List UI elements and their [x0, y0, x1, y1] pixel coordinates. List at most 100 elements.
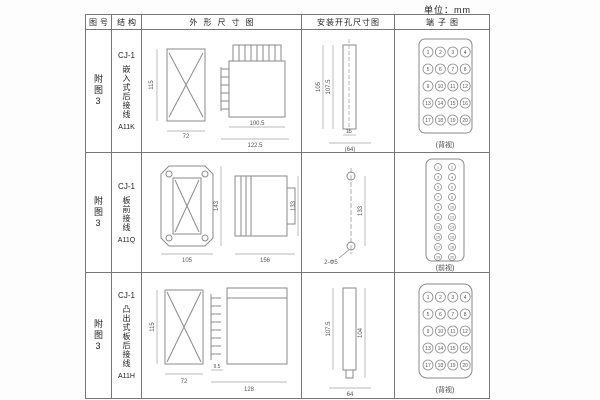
- view-label: (背视): [435, 140, 454, 149]
- svg-text:11: 11: [450, 328, 455, 334]
- dimension-label: 115: [150, 321, 156, 331]
- svg-text:2: 2: [439, 294, 442, 300]
- dimension-label: 156: [259, 258, 270, 264]
- svg-text:3: 3: [437, 175, 439, 179]
- dimension-label: 104: [358, 327, 364, 338]
- view-label: (背视): [435, 385, 454, 394]
- svg-text:19: 19: [450, 117, 456, 123]
- svg-text:14: 14: [450, 225, 454, 229]
- svg-text:13: 13: [425, 345, 431, 351]
- svg-text:8: 8: [463, 311, 466, 317]
- svg-text:6: 6: [439, 311, 442, 317]
- wiring-desc: 板前接线: [122, 195, 131, 232]
- figure-number: 附图3: [93, 195, 103, 230]
- svg-text:7: 7: [437, 195, 439, 199]
- svg-text:16: 16: [450, 235, 454, 239]
- dimension-label: 143: [214, 200, 220, 211]
- svg-text:5: 5: [426, 311, 429, 317]
- wiring-desc: 凸出式板后接线: [122, 305, 131, 368]
- figure-number: 附图3: [93, 74, 103, 108]
- svg-text:16: 16: [462, 345, 468, 351]
- dimension-label: 72: [180, 379, 187, 385]
- figure-label-row3: 附图3: [86, 273, 112, 399]
- svg-text:7: 7: [451, 66, 454, 72]
- figure-number: 附图3: [93, 318, 103, 353]
- header-figure-no: 图号: [86, 15, 112, 30]
- figure-label-row2: 附图3: [86, 153, 112, 273]
- model-code: A11Q: [117, 236, 136, 244]
- svg-text:10: 10: [450, 205, 454, 209]
- hole-callout: 2-Φ5: [324, 260, 338, 266]
- svg-text:13: 13: [436, 225, 440, 229]
- figure-label-row1: 附图3: [86, 30, 112, 153]
- svg-text:19: 19: [450, 362, 456, 368]
- header-install-holes: 安装开孔尺寸图: [302, 15, 395, 30]
- structure-cell-row2: CJ-1 板前接线 A11Q: [112, 153, 142, 273]
- svg-text:9: 9: [437, 205, 439, 209]
- svg-text:2: 2: [451, 165, 453, 169]
- svg-text:2: 2: [439, 49, 442, 55]
- svg-text:5: 5: [426, 66, 429, 72]
- dimension-label: 100.5: [249, 121, 265, 127]
- model-label: CJ-1: [118, 291, 135, 300]
- svg-text:20: 20: [450, 255, 454, 259]
- install-svg-a11h: 107.5 104 64: [326, 287, 371, 398]
- outline-drawing-row1: 115 72 100.5 122.5: [142, 30, 302, 153]
- structure-cell-row3: CJ-1 凸出式板后接线 A11H: [112, 273, 142, 399]
- outline-svg-a11k: 115 72 100.5 122.5: [149, 44, 289, 149]
- svg-text:1: 1: [437, 165, 439, 169]
- outline-svg-a11h: 115 72 9.5 128: [150, 287, 287, 393]
- view-label: (前视): [435, 263, 454, 272]
- dimension-label: (64): [344, 147, 355, 152]
- svg-text:11: 11: [436, 215, 440, 219]
- install-svg-a11k: 107.5 105 15 (64): [316, 38, 371, 152]
- model-code: A11K: [118, 124, 135, 131]
- header-terminal-diagram: 端子图: [395, 15, 490, 30]
- outline-drawing-row2: 143 105 156 133: [142, 153, 302, 273]
- dimension-label: 133: [358, 205, 364, 216]
- dimension-label: 128: [243, 387, 254, 393]
- svg-text:15: 15: [450, 345, 456, 351]
- dimension-label: 107.5: [326, 78, 332, 94]
- dimension-label: 9.5: [213, 364, 220, 370]
- install-drawing-row1: 107.5 105 15 (64): [302, 30, 395, 153]
- dimension-label: 72: [182, 134, 189, 140]
- structure-cell-row1: CJ-1 嵌入式后接线 A11K: [112, 30, 142, 153]
- dimension-label: 115: [149, 79, 155, 89]
- svg-text:8: 8: [463, 66, 466, 72]
- svg-text:19: 19: [436, 255, 440, 259]
- svg-text:12: 12: [450, 215, 454, 219]
- svg-text:1: 1: [426, 49, 429, 55]
- svg-text:1: 1: [426, 294, 429, 300]
- svg-text:17: 17: [425, 362, 431, 368]
- header-structure: 结构: [112, 15, 142, 30]
- svg-text:9: 9: [426, 328, 429, 334]
- svg-text:10: 10: [437, 328, 443, 334]
- svg-text:15: 15: [436, 235, 440, 239]
- dimension-label: 15: [345, 129, 351, 135]
- install-svg-a11q: 133 2-Φ5: [324, 167, 365, 266]
- svg-text:10: 10: [437, 83, 443, 89]
- dimension-label: 64: [346, 392, 353, 398]
- svg-text:16: 16: [462, 100, 468, 106]
- dimension-label: 133: [291, 200, 297, 211]
- svg-text:6: 6: [451, 185, 453, 189]
- unit-label: 单位：mm: [424, 5, 471, 15]
- svg-text:13: 13: [425, 100, 431, 106]
- header-outline-dims: 外形尺寸图: [142, 15, 302, 30]
- svg-text:7: 7: [451, 311, 454, 317]
- dimension-label: 105: [316, 81, 322, 92]
- svg-text:17: 17: [436, 245, 440, 249]
- svg-text:4: 4: [463, 294, 466, 300]
- svg-text:9: 9: [426, 83, 429, 89]
- svg-text:3: 3: [451, 49, 454, 55]
- svg-text:12: 12: [462, 83, 468, 89]
- svg-text:6: 6: [439, 66, 442, 72]
